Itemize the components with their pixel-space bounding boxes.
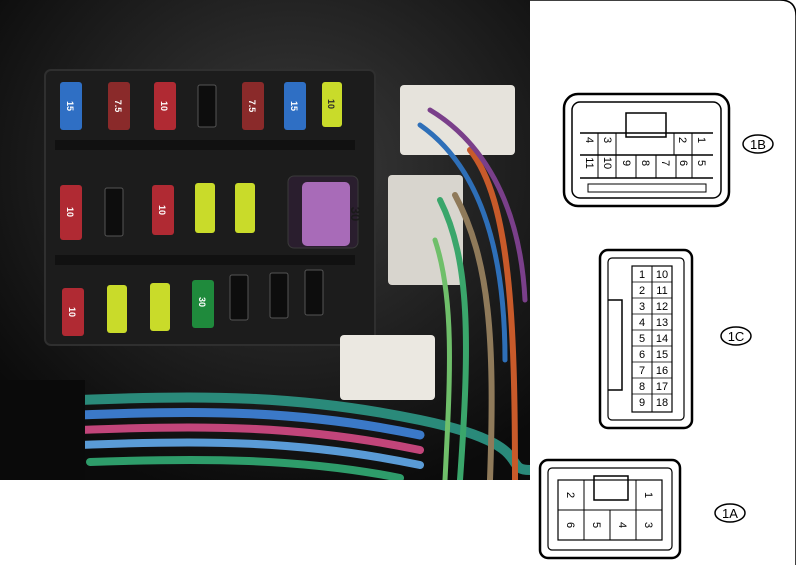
- fuse: [107, 285, 127, 333]
- fuse: [62, 288, 84, 336]
- connector-1b-pin: 6: [677, 160, 689, 166]
- connector-1c-pin: 8: [639, 381, 645, 393]
- panel-divider: [55, 140, 355, 150]
- connector-1b-pin: 3: [601, 137, 613, 143]
- connector-1c-pin: 17: [656, 381, 668, 393]
- fuse-row-3: 10 30: [62, 269, 324, 336]
- connector-1c-pin: 16: [656, 365, 668, 377]
- fuse: [192, 280, 214, 328]
- connector-1b-label-badge: [742, 134, 774, 154]
- connector-1a-pin: 3: [642, 522, 654, 528]
- connector-1c-pin: 15: [656, 349, 668, 361]
- connector-1c-label: 1C: [728, 329, 745, 344]
- fuse: [242, 82, 264, 130]
- wire-harness: [75, 107, 535, 483]
- connector-1b-pin: 10: [601, 157, 613, 169]
- connector-1c-right-pins: 10 11 12 13 14 15 16 17 18: [656, 269, 668, 409]
- empty-fuse-slot: [197, 84, 217, 128]
- connector-1a-diagram: 2 1 6 5 4 3 1A: [538, 458, 746, 560]
- fuse: [235, 183, 255, 233]
- connector-1c-diagram: 1 2 3 4 5 6 7 8 9 10 11 12 13 14 15 16 1…: [598, 248, 752, 430]
- panel-divider: [55, 255, 355, 265]
- connector-1c-left-pins: 1 2 3 4 5 6 7 8 9: [639, 269, 645, 409]
- connector-1c-pin: 5: [639, 333, 645, 345]
- connector-1a-pin: 1: [642, 492, 654, 498]
- photo-connector-1a: [340, 335, 435, 400]
- connector-diagrams: 4 3 2 1 11 10 9 8 7 6 5 1B: [530, 0, 796, 565]
- large-fuse: 30: [287, 175, 363, 249]
- fuse-rating: 7.5: [247, 100, 257, 113]
- connector-1b-pin: 11: [583, 157, 595, 168]
- connector-1a-pin: 2: [564, 492, 576, 498]
- connector-1c-pin: 6: [639, 349, 645, 361]
- connector-1c-pin: 7: [639, 365, 645, 377]
- large-fuse-rating: 30: [348, 207, 363, 221]
- fuse-rating: 10: [159, 101, 169, 111]
- connector-1c-pin: 18: [656, 397, 668, 409]
- fuse: [284, 82, 306, 130]
- fuse: [150, 283, 170, 331]
- connector-1a-label-badge: [714, 503, 746, 523]
- connector-1c-pin: 4: [639, 317, 645, 329]
- connector-1c-latch: [608, 299, 623, 391]
- connector-1b-pin: 7: [659, 160, 671, 166]
- connector-1c-pin: 13: [656, 317, 668, 329]
- fuse-row-1: 15 7.5 10 7.5 15 10: [60, 82, 342, 130]
- fuse-rating: 15: [65, 101, 75, 111]
- connector-1c-pin: 12: [656, 301, 668, 313]
- connector-1a-pin: 6: [564, 522, 576, 528]
- connector-1b-pin: 1: [695, 137, 707, 143]
- fuse: [108, 82, 130, 130]
- fuse-rating: 10: [326, 99, 336, 109]
- fuse-rating: 10: [67, 307, 77, 317]
- connector-1c-pin: 11: [656, 285, 667, 297]
- connector-1a-label: 1A: [722, 506, 738, 521]
- fuse: [60, 82, 82, 130]
- connector-1c-pin: 1: [639, 269, 645, 281]
- fuse-rating: 15: [289, 101, 299, 111]
- connector-1b-pin: 9: [620, 160, 632, 166]
- empty-fuse-slot: [269, 272, 289, 319]
- fuse-box-photo: 15 7.5 10 7.5 15 10 10 10 30: [0, 0, 535, 483]
- connector-1b-housing: [562, 92, 731, 208]
- fuse-rating: 10: [65, 207, 75, 217]
- photo-connector-1b: [400, 85, 515, 155]
- connector-1b-label: 1B: [750, 137, 766, 152]
- connector-1c-pin: 14: [656, 333, 668, 345]
- fuse: [152, 185, 174, 235]
- fuse-row-2: 10 10: [60, 183, 255, 240]
- connector-1a-pin: 4: [616, 522, 628, 528]
- connector-1c-label-badge: [720, 326, 752, 346]
- large-fuse-body: [302, 182, 350, 246]
- connector-1c-pin: 2: [639, 285, 645, 297]
- harness-wrap: [0, 380, 85, 480]
- connector-1c-pin: 9: [639, 397, 645, 409]
- connector-1a-pin: 5: [590, 522, 602, 528]
- fuse-rating: 30: [197, 297, 207, 307]
- connector-1b-pin: 2: [676, 137, 688, 143]
- fuse: [322, 82, 342, 127]
- empty-fuse-slot: [104, 187, 124, 237]
- connector-1c-pin: 3: [639, 301, 645, 313]
- connector-1a-housing: [538, 458, 682, 560]
- fuse: [195, 183, 215, 233]
- fuse: [60, 185, 82, 240]
- fuse: [154, 82, 176, 130]
- connector-1b-pin: 5: [695, 160, 707, 166]
- empty-fuse-slot: [229, 274, 249, 321]
- connector-1b-pin: 8: [639, 160, 651, 166]
- fuse-rating: 10: [157, 205, 167, 215]
- connector-1c-housing: [598, 248, 694, 430]
- connector-1b-pin: 4: [583, 137, 595, 143]
- fuse-rating: 7.5: [113, 100, 123, 113]
- connector-1c-pin: 10: [656, 269, 668, 281]
- empty-fuse-slot: [304, 269, 324, 316]
- connector-1b-diagram: 4 3 2 1 11 10 9 8 7 6 5 1B: [562, 92, 774, 208]
